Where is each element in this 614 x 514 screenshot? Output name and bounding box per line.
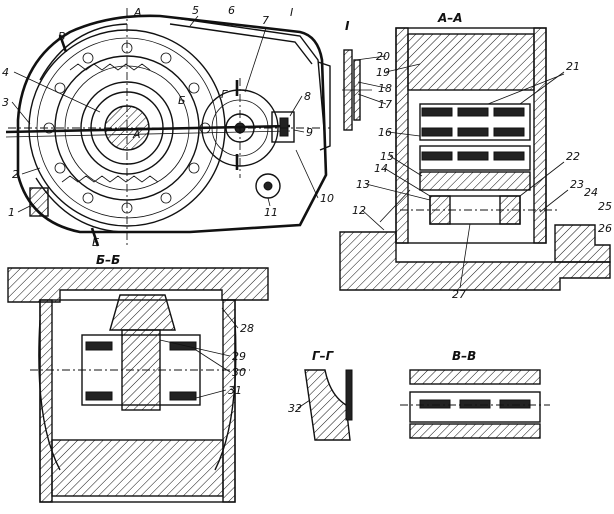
callout-25: 25 bbox=[598, 200, 612, 213]
callout-27: 27 bbox=[452, 288, 466, 301]
callout-8: 8 bbox=[304, 90, 311, 103]
callout-26: 26 bbox=[598, 222, 612, 235]
section-label-vv: В–В bbox=[452, 349, 476, 363]
section-vv-view bbox=[400, 369, 550, 439]
callout-9: 9 bbox=[306, 126, 313, 139]
callout-4: 4 bbox=[2, 66, 9, 79]
callout-11: 11 bbox=[264, 206, 278, 219]
callout-16: 16 bbox=[378, 126, 392, 139]
detail-view bbox=[342, 49, 372, 131]
section-label-detail: I bbox=[345, 19, 350, 33]
section-bb-view bbox=[7, 267, 269, 503]
callout-24: 24 bbox=[584, 186, 598, 199]
callout-31: 31 bbox=[228, 384, 242, 397]
callout-3: 3 bbox=[2, 96, 9, 109]
callout-14: 14 bbox=[374, 162, 388, 175]
callout-30: 30 bbox=[232, 366, 246, 379]
callout-23: 23 bbox=[570, 178, 584, 191]
cut-letter-v-top: В bbox=[58, 30, 66, 43]
cut-letter-a-center: А bbox=[132, 128, 141, 141]
callout-5: 5 bbox=[192, 4, 199, 17]
section-label-bb: Б–Б bbox=[96, 253, 120, 267]
cut-letter-detail-mark: I bbox=[290, 6, 293, 19]
section-label-aa: А–А bbox=[437, 11, 463, 25]
callout-13: 13 bbox=[356, 178, 370, 191]
cut-letter-a-top: А bbox=[133, 6, 142, 19]
section-aa-view bbox=[339, 27, 611, 291]
callout-2: 2 bbox=[12, 168, 19, 181]
callout-29: 29 bbox=[232, 350, 246, 363]
main-view bbox=[5, 8, 331, 248]
callout-10: 10 bbox=[320, 192, 334, 205]
section-gg-view bbox=[304, 369, 353, 441]
callout-19: 19 bbox=[376, 66, 390, 79]
section-label-gg: Г–Г bbox=[312, 349, 335, 363]
callout-28: 28 bbox=[240, 322, 254, 335]
callout-22: 22 bbox=[566, 150, 580, 163]
cut-letter-g-top: Г bbox=[221, 88, 228, 101]
callout-12: 12 bbox=[352, 204, 366, 217]
cut-letter-b-bottom: Б bbox=[92, 236, 100, 249]
leader-lines bbox=[11, 15, 569, 409]
cut-letter-b-left: Б bbox=[178, 94, 186, 107]
callout-32: 32 bbox=[288, 402, 302, 415]
callout-6: 6 bbox=[228, 4, 235, 17]
callout-numbers: 1 2 3 4 5 6 7 8 9 10 11 12 13 14 15 16 1… bbox=[2, 4, 612, 415]
callout-7: 7 bbox=[262, 14, 269, 27]
callout-1: 1 bbox=[8, 206, 15, 219]
callout-18: 18 bbox=[378, 82, 392, 95]
callout-15: 15 bbox=[380, 150, 394, 163]
callout-17: 17 bbox=[378, 98, 392, 111]
callout-21: 21 bbox=[566, 60, 580, 73]
